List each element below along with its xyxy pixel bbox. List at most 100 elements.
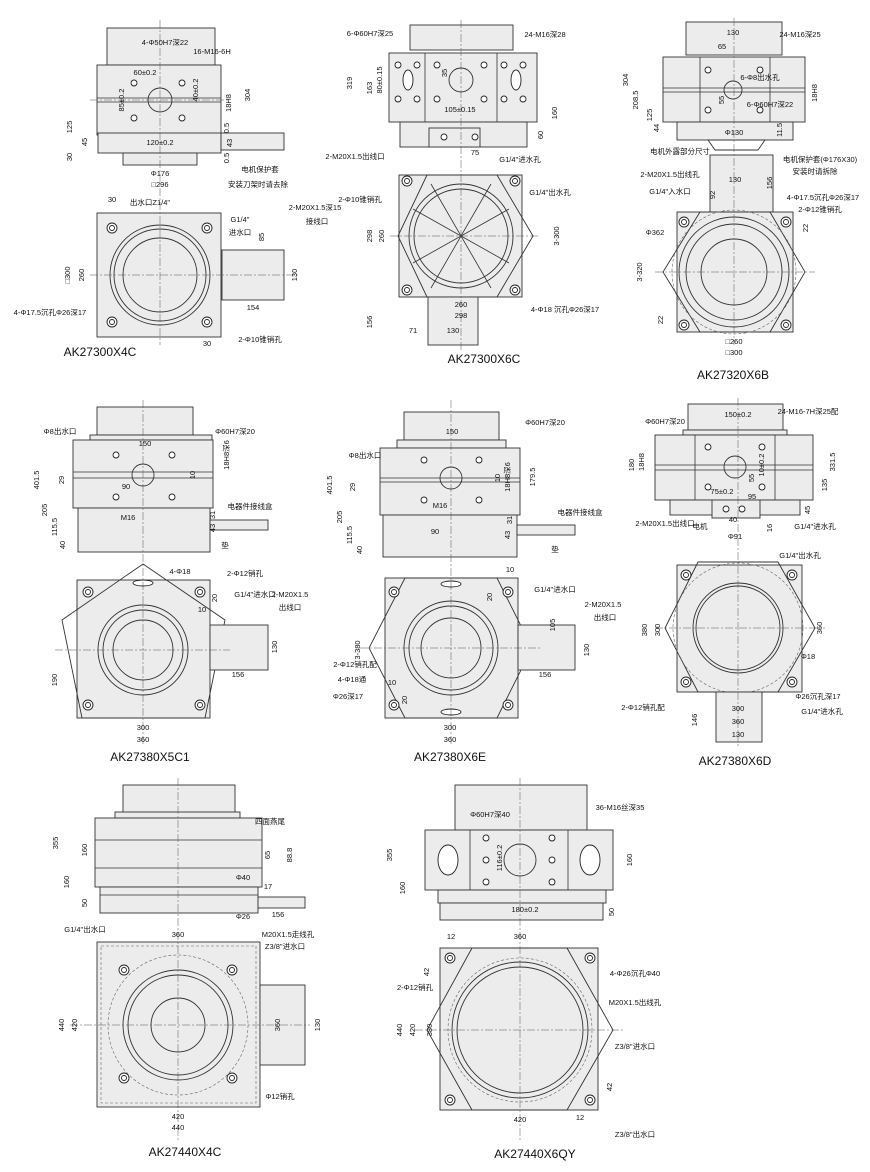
model-title: AK27380X6E bbox=[414, 750, 486, 764]
threaded-hole bbox=[420, 496, 428, 504]
dimension-label: 40 bbox=[355, 546, 364, 554]
flange-outline bbox=[707, 139, 766, 151]
dimension-label: 300 bbox=[444, 723, 457, 732]
dimension-label: 85±0.2 bbox=[117, 89, 126, 112]
dimension-label: 出水口Z1/4" bbox=[130, 197, 171, 207]
dimension-label: 156 bbox=[539, 670, 552, 679]
model-title: AK27380X5C1 bbox=[110, 750, 190, 764]
dimension-label: 420 bbox=[172, 1112, 185, 1121]
dimension-label: 150 bbox=[139, 439, 152, 448]
through-hole bbox=[512, 287, 518, 293]
dimension-label: 300 bbox=[732, 704, 745, 713]
through-hole bbox=[121, 1075, 127, 1081]
dimension-label: 420 bbox=[514, 1115, 527, 1124]
dimension-label: □300 bbox=[63, 266, 72, 283]
dimension-label: 4-Φ50H7深22 bbox=[142, 38, 188, 47]
dimension-label: 2-Φ10锥销孔 bbox=[238, 334, 282, 344]
dimension-label: 30 bbox=[65, 153, 74, 161]
dimension-label: 190 bbox=[50, 674, 59, 687]
dimension-label: 116±0.2 bbox=[495, 845, 504, 872]
through-hole bbox=[391, 702, 397, 708]
threaded-hole bbox=[500, 61, 508, 69]
dimension-label: 360 bbox=[732, 717, 745, 726]
threaded-hole bbox=[519, 61, 527, 69]
dimension-label: 12 bbox=[447, 932, 455, 941]
dimension-label: Φ60H7深40 bbox=[470, 810, 510, 819]
dimension-label: 80±0.15 bbox=[375, 66, 384, 93]
part-outline bbox=[382, 514, 518, 558]
dimension-label: 出线口 bbox=[279, 602, 302, 612]
dimension-label: 355 bbox=[385, 849, 394, 862]
dimension-label: 154 bbox=[247, 303, 260, 312]
dimension-label: 18H8深6 bbox=[503, 462, 512, 492]
dimension-label: 43 bbox=[225, 139, 234, 147]
dimension-label: 10 bbox=[493, 474, 502, 482]
dimension-label: 304 bbox=[621, 74, 630, 87]
part-outline bbox=[403, 411, 500, 441]
dimension-label: 24-M16深25 bbox=[779, 30, 820, 39]
dimension-label: 360 bbox=[273, 1019, 282, 1032]
dimension-label: 440 bbox=[395, 1024, 404, 1037]
threaded-hole bbox=[112, 451, 120, 459]
dimension-label: 10 bbox=[388, 678, 396, 687]
dimension-label: Φ26深17 bbox=[333, 692, 363, 701]
dimension-label: 18H8深6 bbox=[222, 440, 231, 470]
dimension-label: Φ12销孔 bbox=[265, 1091, 295, 1101]
part-outline bbox=[99, 886, 259, 914]
threaded-hole bbox=[548, 878, 556, 886]
dimension-label: G1/4"出水口 bbox=[64, 924, 105, 934]
through-hole bbox=[85, 702, 91, 708]
dimension-label: 45 bbox=[80, 138, 89, 146]
dimension-label: 10 bbox=[188, 471, 197, 479]
through-hole bbox=[783, 322, 789, 328]
dimension-label: M20X1.5出线孔 bbox=[609, 997, 662, 1007]
dimension-label: G1/4"进水孔 bbox=[801, 706, 843, 716]
threaded-hole bbox=[722, 505, 730, 513]
dimension-label: □300 bbox=[725, 348, 742, 357]
dimension-label: 10 bbox=[198, 605, 206, 614]
through-hole bbox=[505, 702, 511, 708]
model-title: AK27440X4C bbox=[149, 1145, 222, 1159]
dimension-label: 垫 bbox=[551, 544, 559, 554]
dimension-label: 75±0.2 bbox=[711, 487, 734, 496]
dimension-label: 160 bbox=[62, 876, 71, 889]
part-outline bbox=[428, 127, 481, 148]
dimension-label: 135 bbox=[820, 479, 829, 492]
dimension-label: 电器件接线盒 bbox=[558, 507, 603, 517]
dimension-label: 12 bbox=[576, 1113, 584, 1122]
through-hole bbox=[447, 955, 453, 961]
dimension-label: 300 bbox=[653, 624, 662, 637]
dimension-label: 180±0.2 bbox=[511, 905, 538, 914]
part-outline bbox=[711, 499, 761, 519]
part-outline bbox=[77, 507, 211, 553]
part-outline bbox=[709, 154, 774, 213]
dimension-label: G1/4"进水口 bbox=[234, 589, 275, 599]
dimension-label: 360 bbox=[172, 930, 185, 939]
hidden-outline bbox=[100, 945, 257, 1104]
dimension-label: 10±0.2 bbox=[757, 454, 766, 477]
dimension-label: M16 bbox=[121, 513, 136, 522]
dimension-label: Φ26 bbox=[236, 912, 250, 921]
part-outline bbox=[439, 947, 599, 1111]
threaded-hole bbox=[475, 456, 483, 464]
dimension-label: 2-M20X1.5 bbox=[585, 600, 622, 609]
dimension-label: Φ60H7深20 bbox=[525, 418, 565, 427]
through-hole bbox=[789, 679, 795, 685]
through-hole bbox=[204, 225, 210, 231]
threaded-hole bbox=[482, 856, 490, 864]
dimension-label: 130 bbox=[732, 730, 745, 739]
dimension-label: 4-Φ17.5沉孔Φ26深17 bbox=[14, 308, 86, 317]
dimension-label: 55 bbox=[717, 96, 726, 104]
dimension-label: 2-M20X1.5 bbox=[272, 590, 309, 599]
threaded-hole bbox=[413, 95, 421, 103]
dimension-label: 2-Φ12销孔 bbox=[397, 982, 433, 992]
dimension-label: Φ91 bbox=[728, 532, 742, 541]
threaded-hole bbox=[548, 834, 556, 842]
dimension-label: 18H8 bbox=[810, 84, 819, 102]
through-hole bbox=[109, 225, 115, 231]
dimension-label: 22 bbox=[656, 316, 665, 324]
dimension-label: 95 bbox=[748, 492, 756, 501]
dimension-label: 40±0.2 bbox=[191, 79, 200, 102]
threaded-hole bbox=[482, 878, 490, 886]
dimension-label: 40 bbox=[58, 541, 67, 549]
